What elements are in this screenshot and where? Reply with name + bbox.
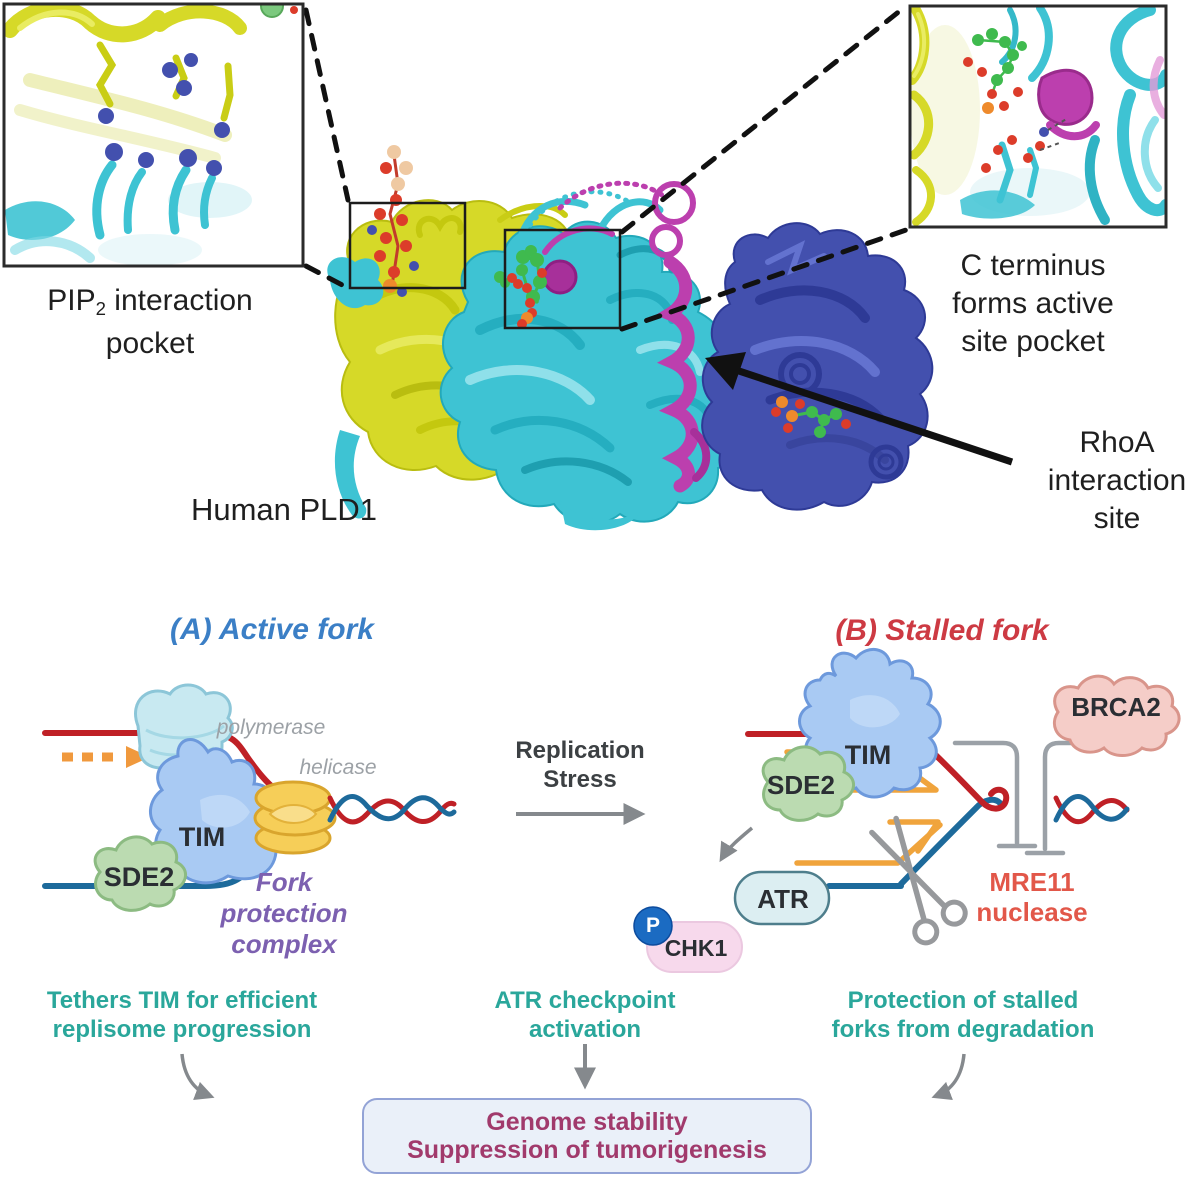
- inset-right-label: C terminus forms active site pocket: [952, 249, 1114, 358]
- inset-pip2-pocket: [2, 2, 305, 268]
- dna-helix-b: [1053, 794, 1130, 825]
- panel-b-title: (B) Stalled fork: [835, 614, 1049, 647]
- inset-active-site: [908, 4, 1168, 229]
- mre11-label: MRE11 nuclease: [976, 867, 1088, 927]
- pip2-subscript: 2: [95, 298, 106, 320]
- chk1-label: CHK1: [664, 935, 728, 961]
- fork-junction-blue: [898, 796, 1003, 887]
- atr-label: ATR: [757, 884, 809, 914]
- fork-direction-arrow: [62, 746, 150, 768]
- arrow-b-to-outcome: [931, 1053, 966, 1100]
- phospho-badge: [633, 906, 673, 946]
- helicase-shape: [253, 780, 337, 855]
- protein-label: Human PLD1: [190, 492, 378, 527]
- zoom-box-pip2: [348, 201, 467, 290]
- zoom-box-active-site: [503, 228, 622, 330]
- arrow-a-to-outcome: [180, 1053, 215, 1100]
- stalled-fork-diagram: [633, 648, 1181, 973]
- caption-middle: ATR checkpoint activation: [494, 987, 676, 1043]
- panel-a-title: (A) Active fork: [170, 613, 374, 646]
- rhoa-site-label: RhoA interaction site: [1047, 426, 1187, 535]
- arrow-to-atr: [719, 826, 754, 863]
- rhoa-domain: [701, 222, 934, 511]
- rhoa-ligand: [771, 396, 851, 438]
- sde2-label-a: SDE2: [103, 862, 175, 892]
- rhoa-arrow: [705, 352, 1014, 466]
- active-fork-diagram: [42, 683, 457, 912]
- caption-panel-a: Tethers TIM for efficient replisome prog…: [46, 987, 318, 1043]
- tim-shape-a: [149, 738, 284, 885]
- pip2-ligand: [367, 145, 419, 297]
- inset-left-label: PIP2 interaction pocket: [47, 281, 252, 364]
- scissors-icon: [869, 815, 968, 946]
- inset-right-border: [908, 4, 1168, 229]
- callout-dashed-lines: [303, 3, 909, 332]
- helicase-label: helicase: [299, 756, 377, 779]
- tim-label-a: TIM: [178, 822, 226, 852]
- brca2-shape: [1053, 674, 1181, 757]
- sde2-shape-a: [93, 835, 187, 912]
- atr-pill: [733, 870, 831, 926]
- outcome-box: Genome stability Suppression of tumorige…: [362, 1098, 812, 1174]
- active-site-ligand: [494, 245, 547, 329]
- polymerase-label: polymerase: [216, 716, 326, 739]
- brca2-label: BRCA2: [1071, 692, 1161, 722]
- sde2-label-b: SDE2: [767, 770, 835, 800]
- nascent-strand-4: [794, 822, 943, 866]
- caption-panel-b: Protection of stalled forks from degrada…: [831, 987, 1095, 1043]
- inset-left-label-line1: PIP2 interaction: [47, 284, 253, 320]
- tim-label-b: TIM: [844, 740, 892, 770]
- phospho-label: P: [645, 914, 661, 937]
- fork-protection-label: Fork protection complex: [220, 867, 348, 959]
- inhibition-tbars: [952, 740, 1101, 856]
- fork-junction-red: [921, 741, 1010, 812]
- dna-helix-a: [327, 794, 457, 825]
- pld1-structure: [303, 3, 1014, 531]
- inset-left-border: [2, 2, 305, 268]
- inset-left-label-line2: pocket: [105, 327, 195, 360]
- replication-stress-label: Replication Stress: [515, 737, 645, 793]
- sde2-shape-b: [761, 745, 855, 822]
